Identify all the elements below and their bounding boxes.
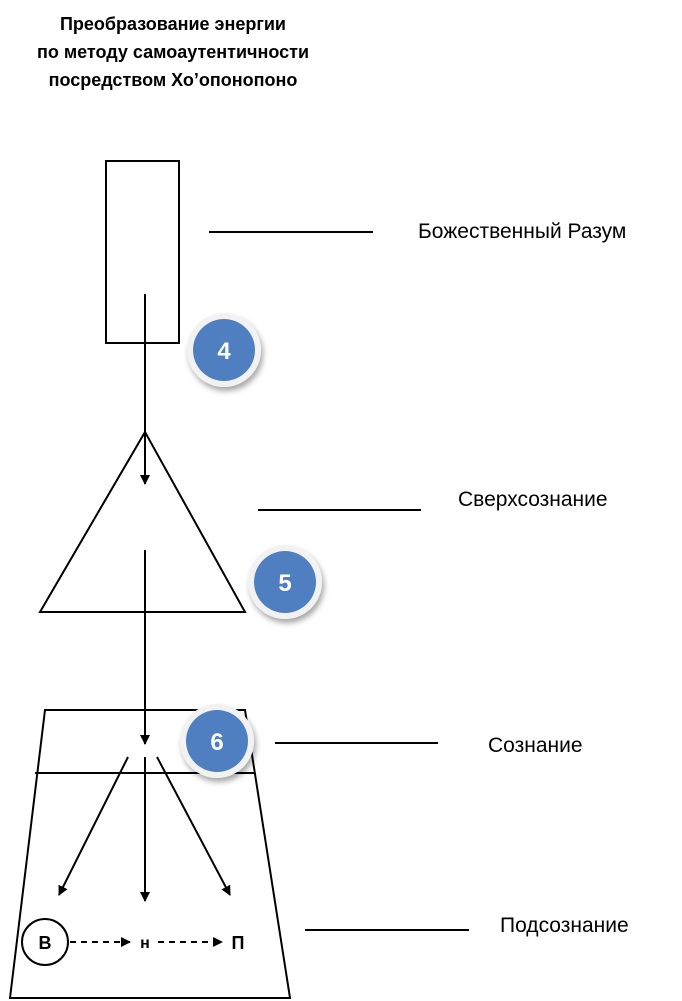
superconscious-triangle xyxy=(38,429,247,613)
step-5-label: 5 xyxy=(278,570,291,597)
superconscious-label: Сверхсознание xyxy=(458,488,608,511)
step-4-label: 4 xyxy=(217,338,231,365)
subconscious-label: Подсознание xyxy=(500,914,629,937)
title-line-3: посредством Хо’опонопоно xyxy=(48,70,298,90)
arrow-conscious-to-p xyxy=(156,756,231,896)
arrow-conscious-to-v xyxy=(58,756,129,896)
divine-mind-label: Божественный Разум xyxy=(418,220,627,243)
divine-mind-rectangle xyxy=(105,160,180,344)
title-line-2: по методу самоаутентичности xyxy=(36,42,310,62)
p-node-label: П xyxy=(232,933,245,953)
title-line-1: Преобразование энергии xyxy=(59,14,286,34)
n-node-label: н xyxy=(140,935,150,952)
subconscious-trapezoid xyxy=(8,709,292,999)
step-6-badge: 6 xyxy=(180,704,254,778)
v-node-label: В xyxy=(39,933,52,953)
conscious-label: Сознание xyxy=(488,734,583,757)
step-6-label: 6 xyxy=(210,729,223,756)
step-5-badge: 5 xyxy=(248,545,322,619)
diagram-title: Преобразование энергии по методу самоаут… xyxy=(0,10,346,94)
step-4-badge: 4 xyxy=(187,313,261,387)
v-node-circle xyxy=(21,918,69,966)
